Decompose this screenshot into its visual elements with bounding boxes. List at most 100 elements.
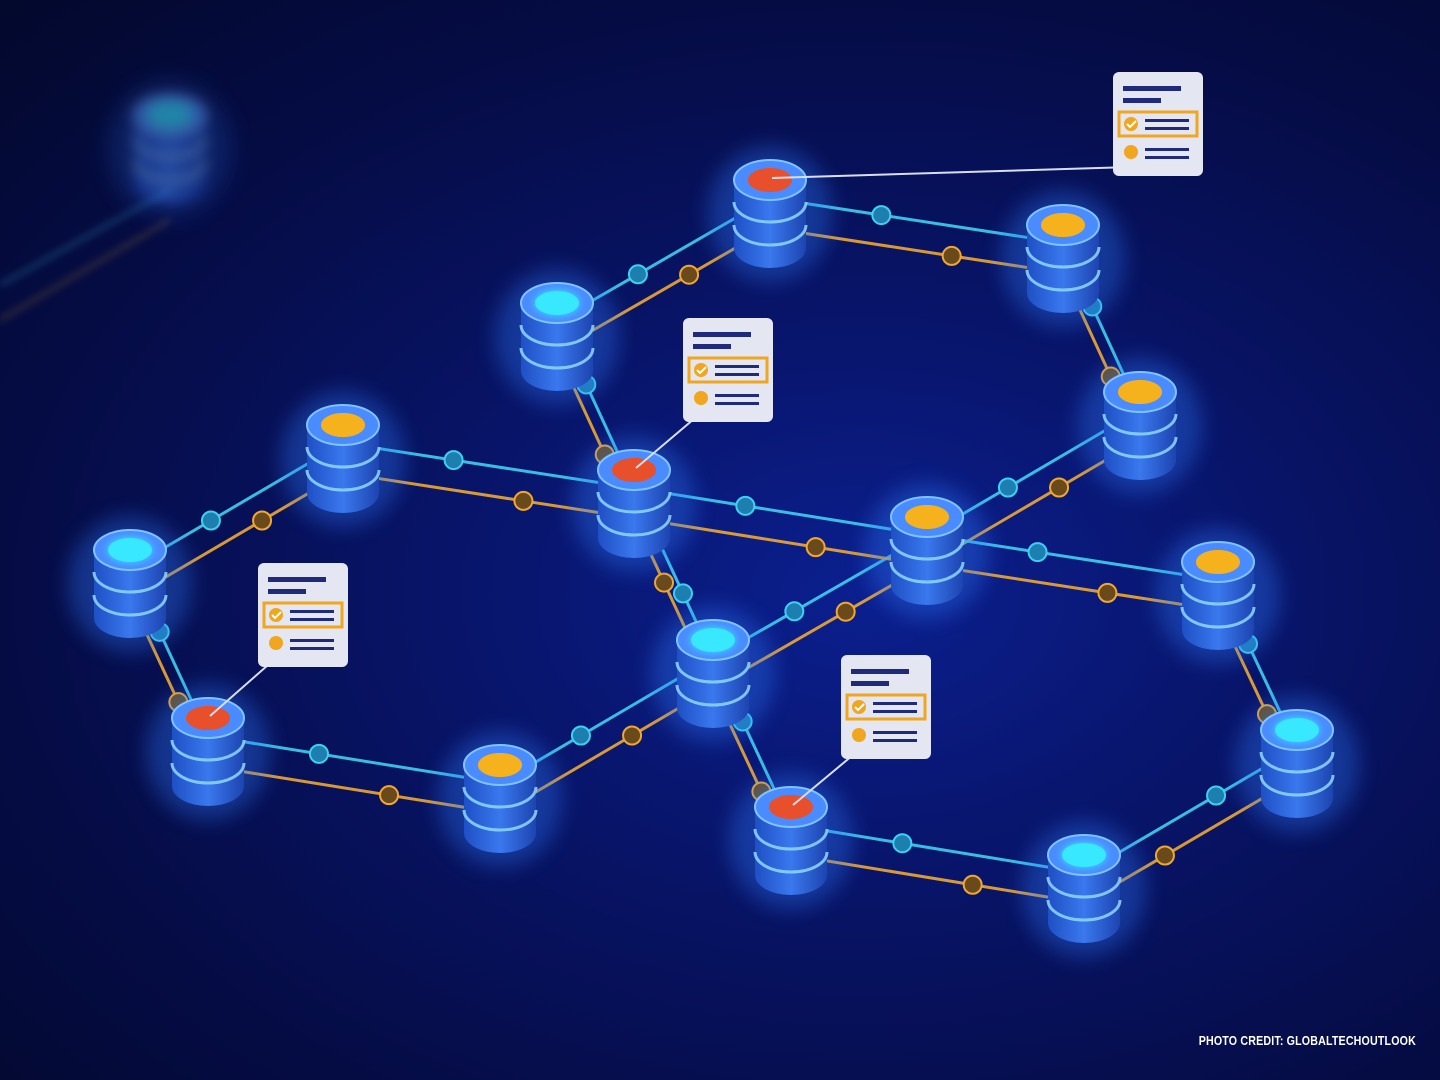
database-node-icon bbox=[108, 81, 232, 217]
node-ring bbox=[1102, 413, 1178, 436]
link-dot-cyan bbox=[1206, 785, 1227, 806]
node-ring bbox=[889, 561, 965, 584]
node-top-disc-core bbox=[321, 413, 365, 437]
node-ring bbox=[519, 347, 595, 370]
node-top-disc-core bbox=[108, 538, 152, 562]
card-highlight-box bbox=[687, 356, 769, 384]
node-ring bbox=[1259, 751, 1335, 774]
link-dot-orange bbox=[1154, 845, 1175, 866]
check-icon bbox=[694, 363, 708, 377]
card-subtitle-line bbox=[693, 344, 731, 349]
node-ring bbox=[1259, 774, 1335, 797]
link-dot-cyan bbox=[308, 743, 329, 764]
link-dot-cyan bbox=[871, 205, 892, 226]
link-dot-orange bbox=[805, 537, 826, 558]
link-dot-orange bbox=[252, 510, 273, 531]
node-top-disc-core bbox=[535, 291, 579, 315]
link-dot-cyan bbox=[892, 833, 913, 854]
node-top-disc-core bbox=[1062, 843, 1106, 867]
card-text-line bbox=[1145, 119, 1189, 122]
link-dot-cyan bbox=[784, 601, 805, 622]
bullet-icon bbox=[1124, 145, 1138, 159]
card-text-line bbox=[873, 739, 917, 742]
card-text-line bbox=[290, 647, 334, 650]
node-body bbox=[1261, 730, 1333, 818]
card-highlight-box bbox=[845, 693, 927, 721]
link-dot-orange bbox=[679, 264, 700, 285]
node-body bbox=[891, 517, 963, 605]
check-mark bbox=[1126, 120, 1137, 129]
card-subtitle-line bbox=[268, 589, 306, 594]
node-ring bbox=[1180, 606, 1256, 629]
link-dot-cyan bbox=[997, 477, 1018, 498]
node-ring bbox=[519, 324, 595, 347]
node-ring bbox=[675, 684, 751, 707]
card-text-line bbox=[715, 365, 759, 368]
card-title-line bbox=[268, 577, 326, 582]
node-top-disc-core bbox=[148, 103, 192, 127]
link-dot-orange bbox=[1097, 582, 1118, 603]
card-title-line bbox=[693, 332, 751, 337]
node-body bbox=[1027, 225, 1099, 313]
node-ring bbox=[732, 224, 808, 247]
database-node-icon bbox=[651, 606, 775, 742]
database-node-icon bbox=[1156, 528, 1280, 664]
node-body bbox=[734, 180, 806, 268]
node-body bbox=[134, 115, 206, 203]
database-node-icon bbox=[865, 483, 989, 619]
database-node-icon bbox=[68, 516, 192, 652]
link-dot-cyan bbox=[570, 725, 591, 746]
check-mark bbox=[696, 366, 707, 375]
card-highlight-box bbox=[1117, 110, 1199, 138]
link-dot-orange bbox=[835, 601, 856, 622]
node-ring bbox=[462, 809, 538, 832]
link-dot-orange bbox=[1049, 477, 1070, 498]
transaction-card bbox=[209, 563, 348, 717]
card-title-line bbox=[851, 669, 909, 674]
node-ring bbox=[1046, 876, 1122, 899]
card-pointer-line bbox=[771, 166, 1132, 179]
database-node-icon bbox=[1022, 821, 1146, 957]
node-ring bbox=[732, 201, 808, 224]
database-node-icon bbox=[708, 146, 832, 282]
card-text-line bbox=[290, 618, 334, 621]
link-dot-orange bbox=[513, 490, 534, 511]
node-body bbox=[755, 807, 827, 895]
card-pointer-line bbox=[792, 749, 860, 806]
database-node-icon bbox=[729, 773, 853, 909]
transaction-card bbox=[792, 655, 931, 806]
node-top-disc-core bbox=[612, 458, 656, 482]
card-text-line bbox=[715, 373, 759, 376]
photo-credit: PHOTO CREDIT: GLOBALTECHOUTLOOK bbox=[1198, 1033, 1416, 1048]
database-node-icon bbox=[1235, 696, 1359, 832]
node-top-disc-core bbox=[1275, 718, 1319, 742]
check-icon bbox=[269, 608, 283, 622]
node-ring bbox=[92, 571, 168, 594]
node-ring bbox=[1102, 436, 1178, 459]
node-body bbox=[677, 640, 749, 728]
card-subtitle-line bbox=[851, 681, 889, 686]
node-ring bbox=[132, 136, 208, 159]
card-text-line bbox=[873, 731, 917, 734]
card-text-line bbox=[715, 394, 759, 397]
node-ring bbox=[1180, 583, 1256, 606]
bullet-icon bbox=[269, 636, 283, 650]
node-top-disc-core bbox=[905, 505, 949, 529]
node-body bbox=[307, 425, 379, 513]
node-ring bbox=[1025, 246, 1101, 269]
card-title-line bbox=[1123, 86, 1181, 91]
card-text-line bbox=[1145, 156, 1189, 159]
node-top-disc-core bbox=[1041, 213, 1085, 237]
node-ring bbox=[170, 739, 246, 762]
node-ring bbox=[1025, 269, 1101, 292]
link-dot-cyan bbox=[443, 450, 464, 471]
link-dot-cyan bbox=[200, 510, 221, 531]
node-ring bbox=[753, 851, 829, 874]
transaction-cards bbox=[209, 72, 1203, 806]
node-top-disc-core bbox=[1118, 380, 1162, 404]
node-ring bbox=[675, 661, 751, 684]
node-body bbox=[1048, 855, 1120, 943]
link-dot-cyan bbox=[1027, 542, 1048, 563]
database-node-icon bbox=[438, 731, 562, 867]
node-body bbox=[598, 470, 670, 558]
